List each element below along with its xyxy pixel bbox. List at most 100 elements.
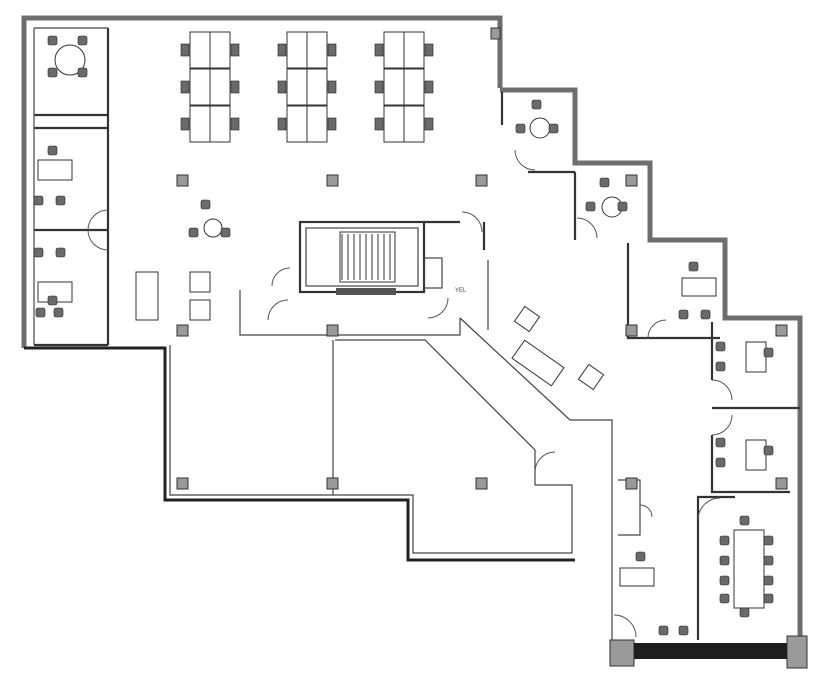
column (775, 324, 788, 337)
door-swing (534, 451, 556, 473)
door-swing (576, 217, 598, 239)
door-swing (427, 297, 449, 319)
chair (35, 307, 46, 318)
door-swing (647, 319, 667, 339)
task-chair (424, 43, 434, 57)
chair (33, 247, 44, 258)
column (775, 477, 788, 490)
stairs (336, 231, 396, 295)
task-chair (180, 43, 190, 57)
column (176, 324, 189, 337)
chair (47, 295, 58, 306)
workstation-desk (383, 68, 405, 106)
task-chair (424, 117, 434, 131)
workstation-desk (286, 68, 308, 106)
chair (739, 607, 750, 618)
chair (220, 227, 231, 238)
lounge-chair (189, 271, 211, 293)
chair (33, 195, 44, 206)
task-chair (374, 80, 384, 94)
lounge-chair (577, 363, 605, 391)
sofa (135, 271, 159, 321)
chairs (33, 35, 774, 636)
column (176, 477, 189, 490)
task-chair (327, 80, 337, 94)
door-swing (711, 379, 733, 401)
task-chair (180, 117, 190, 131)
workstation-desk (383, 31, 405, 69)
interior-partitions (33, 27, 800, 640)
wall-south-lower (24, 346, 575, 562)
chair (55, 195, 66, 206)
stair-treads (341, 234, 391, 280)
workstation-desk (209, 68, 231, 106)
chair (678, 625, 689, 636)
column (625, 174, 638, 187)
task-chair (277, 80, 287, 94)
chair (658, 625, 669, 636)
task-chair (180, 80, 190, 94)
door-swing (639, 504, 653, 518)
chair (719, 575, 730, 586)
task-chair (277, 117, 287, 131)
workstation-desk (403, 31, 425, 69)
workstation-clusters (189, 31, 425, 143)
workstation-desk (383, 105, 405, 143)
round-table-office (529, 117, 551, 139)
exterior-walls (21, 15, 808, 669)
chair (719, 555, 730, 566)
task-chair (424, 80, 434, 94)
furniture (37, 44, 767, 609)
chair (200, 199, 211, 210)
chair (548, 123, 559, 134)
task-chair (277, 43, 287, 57)
chair (47, 67, 58, 78)
task-chair (374, 43, 384, 57)
workstation-desk (286, 31, 308, 69)
chair (715, 341, 726, 352)
office-desk (745, 439, 767, 471)
chair (763, 575, 774, 586)
sofa-diagonal (511, 339, 565, 387)
chair (617, 201, 628, 212)
workstation-desk (306, 68, 328, 106)
stair-run (339, 231, 396, 283)
column (326, 174, 339, 187)
office-desk (745, 341, 767, 373)
workstation-desk (403, 68, 425, 106)
chair (763, 535, 774, 546)
door-swing (514, 149, 536, 171)
chair (599, 177, 610, 188)
wall-northeast (500, 87, 803, 660)
door-swing (87, 229, 109, 251)
chair (188, 227, 199, 238)
lounge-chair (189, 299, 211, 321)
workstation-desk (306, 31, 328, 69)
door-swing (613, 614, 637, 638)
wall-west (21, 15, 503, 348)
chair (688, 261, 699, 272)
task-chair (327, 117, 337, 131)
column (475, 174, 488, 187)
workstation-desk (306, 105, 328, 143)
task-chair (230, 43, 240, 57)
workstation-desk (189, 31, 211, 69)
stair-landing (336, 288, 396, 295)
restroom-tag: YEL (455, 288, 467, 294)
door-swing (697, 497, 721, 521)
chair (719, 535, 730, 546)
workstation-desk (403, 105, 425, 143)
shaft (423, 257, 443, 289)
office-desk (619, 567, 655, 587)
chair (678, 309, 689, 320)
chair (635, 551, 646, 562)
columns (176, 27, 788, 490)
chair (715, 457, 726, 468)
task-chair (230, 117, 240, 131)
conf-room-wall (696, 495, 735, 640)
lounge-chair (513, 305, 541, 333)
column (625, 477, 638, 490)
door-swing (267, 299, 289, 321)
workstation-desk (209, 31, 231, 69)
